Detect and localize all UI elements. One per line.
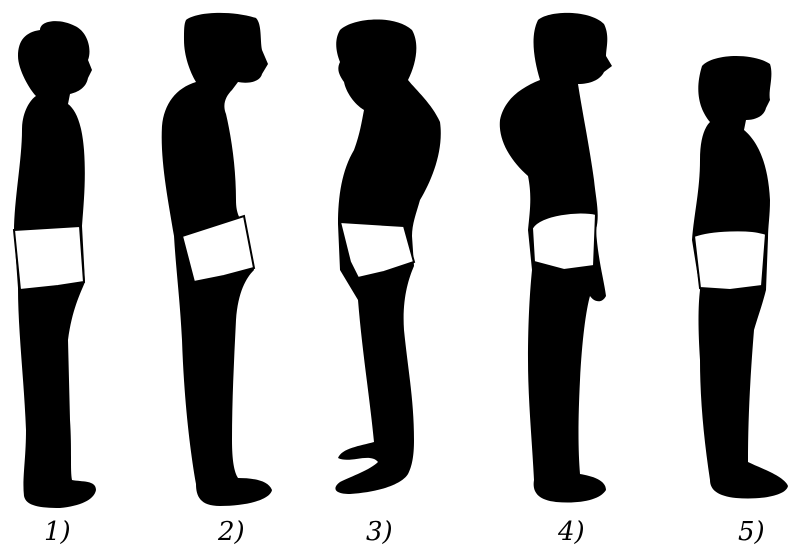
silhouette-figure-5 (692, 56, 788, 499)
figure-label-2: 2) (218, 518, 245, 546)
silhouette-figure-2 (162, 13, 272, 506)
figure-label-4: 4) (558, 518, 585, 546)
silhouette-figure-4 (500, 13, 612, 503)
figure-label-3: 3) (366, 518, 393, 546)
silhouette-figure-3 (335, 19, 440, 494)
figure-label-1: 1) (44, 518, 71, 546)
silhouette-figure-1 (14, 21, 96, 508)
figure-label-5: 5) (738, 518, 765, 546)
